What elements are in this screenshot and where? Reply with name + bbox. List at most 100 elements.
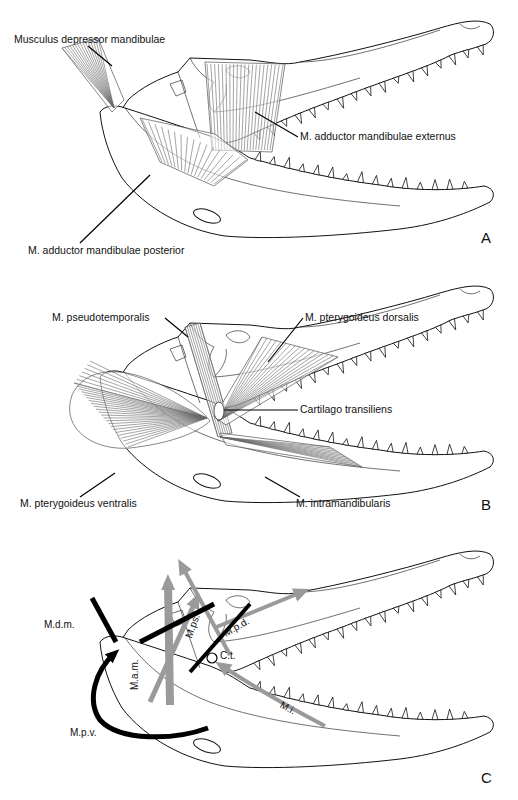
fiber-line [181,134,183,170]
fiber-line [226,64,227,150]
fiber-line [250,65,256,150]
fiber-line [101,415,207,418]
fiber-line [236,64,238,150]
hatch-lines [220,437,362,467]
fiber-line [83,42,114,108]
leader-line [80,318,303,497]
abbreviation-label: M.p.v. [70,728,96,738]
fiber-line [222,64,224,150]
fiber-line [198,147,214,177]
fiber-line [81,392,207,418]
leader-line [80,46,298,243]
fiber-line [113,418,207,430]
fiber-line [79,389,207,418]
abbreviation-label: M.d.m. [44,620,75,630]
fiber-line [128,418,207,447]
muscle-hatching [62,38,285,186]
muscle-label: M. pseudotemporalis [52,312,149,323]
fiber-line [185,137,188,172]
fiber-line [204,152,226,180]
fiber-line [86,398,207,418]
fiber-line [142,119,162,162]
hatch-lines [74,383,207,447]
fiber-line [247,65,252,150]
fiber-line [218,341,276,421]
fiber-line [229,64,230,150]
muscle-hatching [70,323,362,467]
fiber-line [214,160,246,184]
muscle-label: Musculus depressor mandibulae [14,34,165,45]
fiber-line [126,418,207,444]
hatch-lines [74,361,207,418]
fiber-line [191,142,200,174]
fiber-line [149,122,166,164]
muscle-line [92,598,116,642]
fiber-line [218,343,286,421]
fiber-line [270,65,283,150]
fiber-line [116,418,207,432]
fiber-line [208,155,234,181]
abbreviation-label: C.t. [220,651,236,661]
fiber-line [239,64,242,150]
muscle-line [140,604,214,642]
muscle-line [190,604,250,672]
fiber-line [90,361,207,418]
muscle-outline [62,38,124,112]
muscle-line [93,654,208,737]
fiber-line [218,338,267,421]
fiber-line [211,157,240,182]
fiber-line [232,64,234,150]
fiber-line [95,39,114,108]
fiber-line [253,65,260,150]
panel-letter: C [481,770,492,785]
muscle-label: Cartilago transiliens [300,404,392,415]
fiber-line [155,124,169,165]
muscle-label: M. pterygoideus ventralis [20,498,137,509]
force-arrow [214,592,302,628]
fiber-line [82,372,207,418]
fiber-line [93,39,114,108]
fiber-line [162,127,172,166]
muscle-label: M. intramandibularis [296,498,391,509]
fiber-line [76,386,207,418]
muscle-label: M. pterygoideus dorsalis [305,312,419,323]
fiber-line [264,65,275,150]
skull-drawing [100,21,493,238]
force-arrow [168,582,170,705]
force-arrow [222,666,325,726]
hatch-lines [62,38,114,108]
fiber-line [123,418,207,441]
fiber-line [84,395,207,418]
fiber-line [70,46,114,108]
fiber-line [75,44,114,108]
fiber-line [175,132,179,169]
fiber-line [74,383,207,418]
muscle-label: M. adductor mandibulae externus [300,131,456,142]
abbreviation-label: M.a.m. [130,659,140,690]
panel-letter: A [481,230,491,245]
muscle-outline [140,118,248,186]
fiber-line [85,42,114,108]
fiber-line [267,65,279,150]
muscle-outline [220,433,362,467]
panel-a [62,21,493,243]
fiber-line [191,325,224,435]
fiber-line [98,38,114,108]
fiber-line [194,325,226,435]
fiber-line [77,44,114,108]
fiber-line [79,376,207,418]
fiber-line [220,437,362,467]
cartilage-shape [214,402,224,420]
fiber-line [77,379,207,418]
fiber-line [85,368,207,418]
fiber-line [218,342,281,421]
cartilage-circle [207,653,217,663]
fiber-line [121,418,207,438]
hatch-lines [142,119,246,184]
panel-letter: B [481,497,491,512]
muscle-label: M. adductor mandibulae posterior [28,245,184,256]
fiber-line [242,65,246,151]
panel-c [92,551,493,768]
